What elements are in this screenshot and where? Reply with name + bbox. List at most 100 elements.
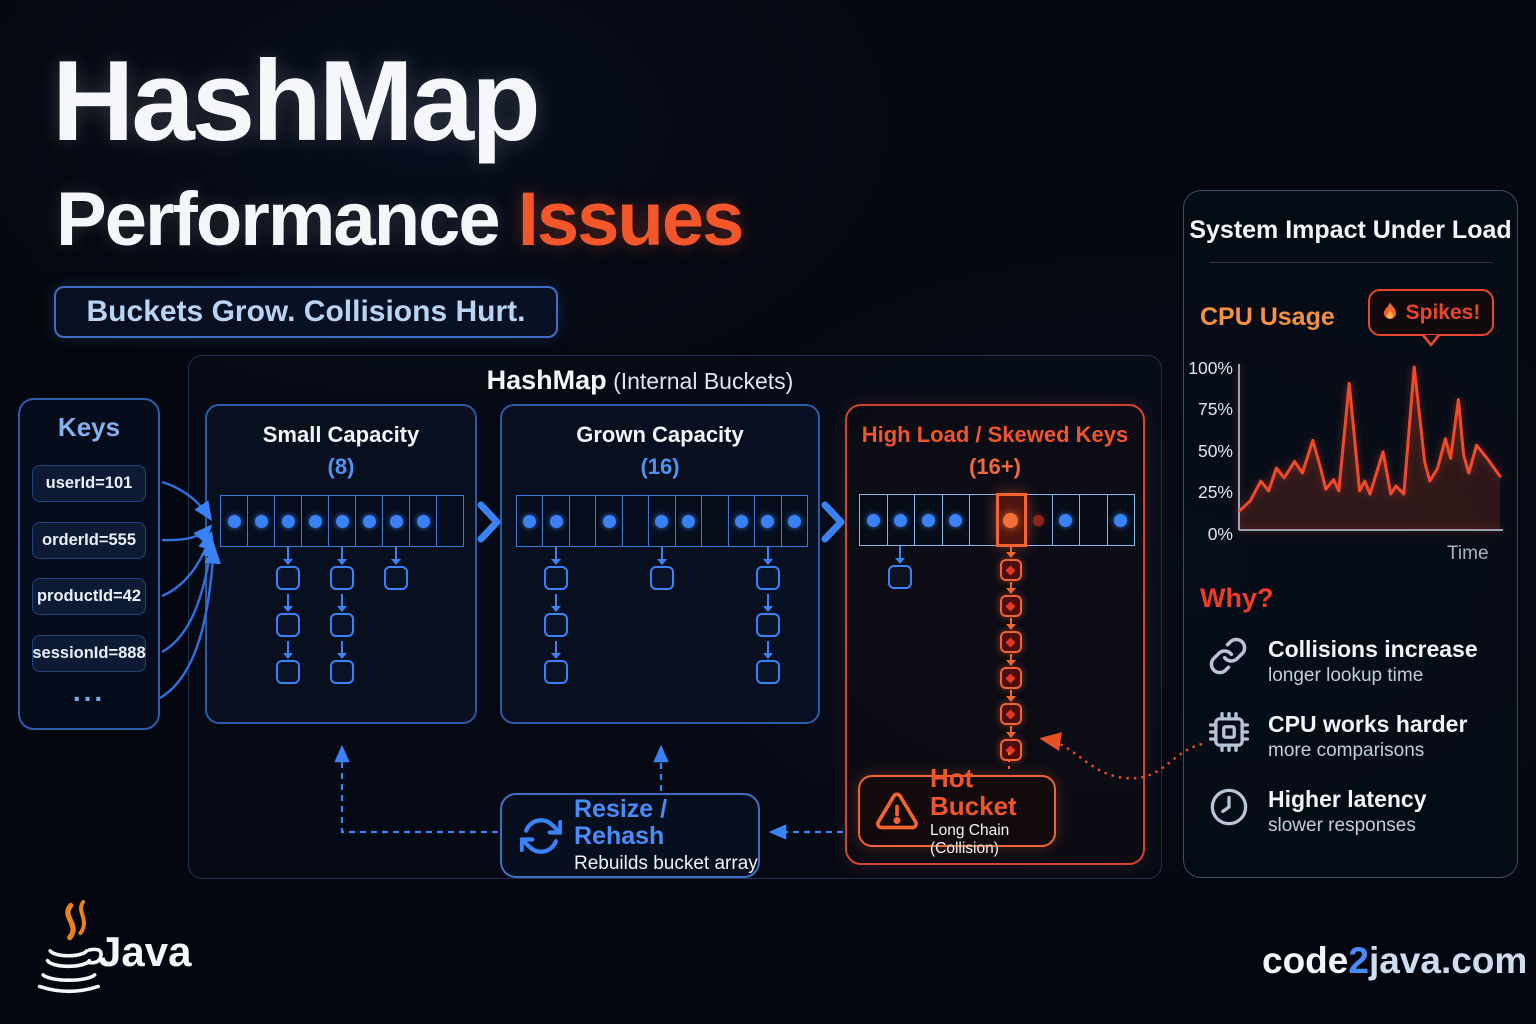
y-tick: 25%	[1197, 482, 1233, 502]
chain-arrow	[767, 594, 770, 606]
bucket-entry-dot	[734, 514, 748, 528]
bucket-cell	[702, 496, 729, 546]
panel-title: Small Capacity	[262, 422, 420, 447]
panel-capacity: (8)	[327, 454, 355, 479]
chain-arrow	[1009, 618, 1012, 624]
site-url: code2java.com	[1262, 940, 1527, 982]
chain-node-dot	[1005, 709, 1016, 719]
reason-collisions: Collisions increase longer lookup time	[1208, 636, 1508, 687]
resize-subtitle: Rebuilds bucket array	[574, 853, 758, 874]
why-title: Why?	[1200, 583, 1274, 613]
bucket-entry-dot	[227, 514, 241, 528]
chain-arrow	[554, 641, 557, 653]
bucket-cell	[729, 496, 756, 546]
warning-triangle-icon	[874, 789, 920, 833]
chain-node	[756, 660, 781, 684]
bucket-entry-dot	[1003, 512, 1019, 528]
bucket-entry-dot	[761, 514, 775, 528]
y-tick: 0%	[1207, 524, 1233, 544]
bucket-cell	[649, 496, 676, 546]
chain-arrow	[661, 547, 663, 559]
bucket-entry-dot	[921, 513, 935, 527]
bucket-cell	[383, 496, 410, 546]
reason-subtitle: slower responses	[1268, 815, 1416, 836]
chain-node	[999, 667, 1022, 689]
hot-collision-chain	[999, 546, 1022, 762]
chain-node	[999, 631, 1022, 653]
bucket-cell	[623, 496, 650, 546]
tagline-banner: Buckets Grow. Collisions Hurt.	[54, 286, 558, 338]
y-tick: 100%	[1188, 358, 1233, 378]
chain-arrow	[767, 641, 770, 653]
collision-chain	[756, 547, 781, 688]
y-tick: 50%	[1197, 441, 1233, 461]
bucket-entry-dot	[281, 514, 295, 528]
bucket-entry-dot	[602, 514, 616, 528]
bucket-entry-dot	[549, 514, 563, 528]
spikes-callout: Spikes!	[1368, 289, 1494, 347]
panel-title: High Load / Skewed Keys	[861, 422, 1129, 447]
panel-capacity: (16+)	[969, 454, 1021, 479]
chain-node	[275, 566, 300, 590]
collision-chain	[330, 547, 354, 688]
chain-node	[756, 613, 781, 637]
chain-arrow	[341, 547, 343, 559]
bucket-cell	[1053, 495, 1080, 545]
reason-latency: Higher latency slower responses	[1208, 786, 1508, 837]
bucket-cell	[356, 496, 383, 546]
panel-capacity: (16)	[640, 454, 680, 479]
chain-node	[650, 566, 674, 590]
reason-title: Higher latency	[1268, 786, 1427, 812]
bucket-cell	[995, 493, 1027, 547]
chain-node	[543, 660, 568, 684]
bucket-cell	[275, 496, 302, 546]
grown-capacity-panel: Grown Capacity (16)	[500, 404, 820, 724]
java-brand: Java	[98, 928, 192, 975]
chain-node	[999, 559, 1022, 581]
x-axis-label: Time	[1447, 543, 1489, 564]
collision-chain	[650, 547, 674, 594]
chain-arrow	[554, 547, 557, 559]
hashmap-container-header: HashMap (Internal Buckets)	[340, 365, 940, 396]
bucket-cell	[782, 496, 807, 546]
bucket-row	[220, 495, 464, 547]
chain-node	[999, 595, 1022, 617]
chain-arrow	[395, 547, 398, 559]
resize-rehash-box: Resize / Rehash Rebuilds bucket array	[500, 793, 760, 878]
hot-bucket-warning: Hot Bucket Long Chain (Collision)	[858, 764, 1056, 857]
bucket-cell	[1108, 495, 1135, 545]
bucket-cell	[329, 496, 356, 546]
chain-node	[543, 566, 568, 590]
chain-node	[543, 613, 568, 637]
key-chip: userId=101	[32, 465, 146, 502]
cpu-usage-label: CPU Usage	[1200, 303, 1335, 331]
reason-cpu: CPU works harder more comparisons	[1208, 711, 1508, 762]
site-part2: 2	[1348, 940, 1369, 981]
bucket-entry-dot	[416, 514, 430, 528]
bucket-cell	[543, 496, 570, 546]
chain-node	[330, 660, 354, 684]
cpu-chip-icon	[1208, 711, 1250, 762]
bucket-cell	[860, 495, 888, 545]
bucket-cell	[915, 495, 943, 545]
small-capacity-panel: Small Capacity (8)	[205, 404, 477, 724]
bucket-row	[516, 495, 808, 547]
bucket-cell	[410, 496, 437, 546]
y-tick: 75%	[1197, 399, 1233, 419]
chain-arrow	[1009, 726, 1012, 732]
clock-icon	[1208, 786, 1250, 837]
bucket-cell	[570, 496, 597, 546]
chain-arrow	[341, 641, 343, 653]
panel-title: Grown Capacity	[576, 422, 744, 447]
bucket-entry-dot	[1032, 514, 1044, 526]
main-title: HashMap	[52, 38, 541, 165]
bucket-cell	[302, 496, 329, 546]
bucket-entry-dot	[894, 513, 908, 527]
divider	[1210, 262, 1493, 263]
internal-buckets-note: (Internal Buckets)	[606, 368, 794, 394]
reason-title: Collisions increase	[1268, 636, 1478, 662]
impact-title: System Impact Under Load	[1189, 216, 1512, 244]
bucket-array-small	[220, 495, 464, 684]
bucket-entry-dot	[949, 513, 963, 527]
chain-arrow	[899, 546, 902, 558]
